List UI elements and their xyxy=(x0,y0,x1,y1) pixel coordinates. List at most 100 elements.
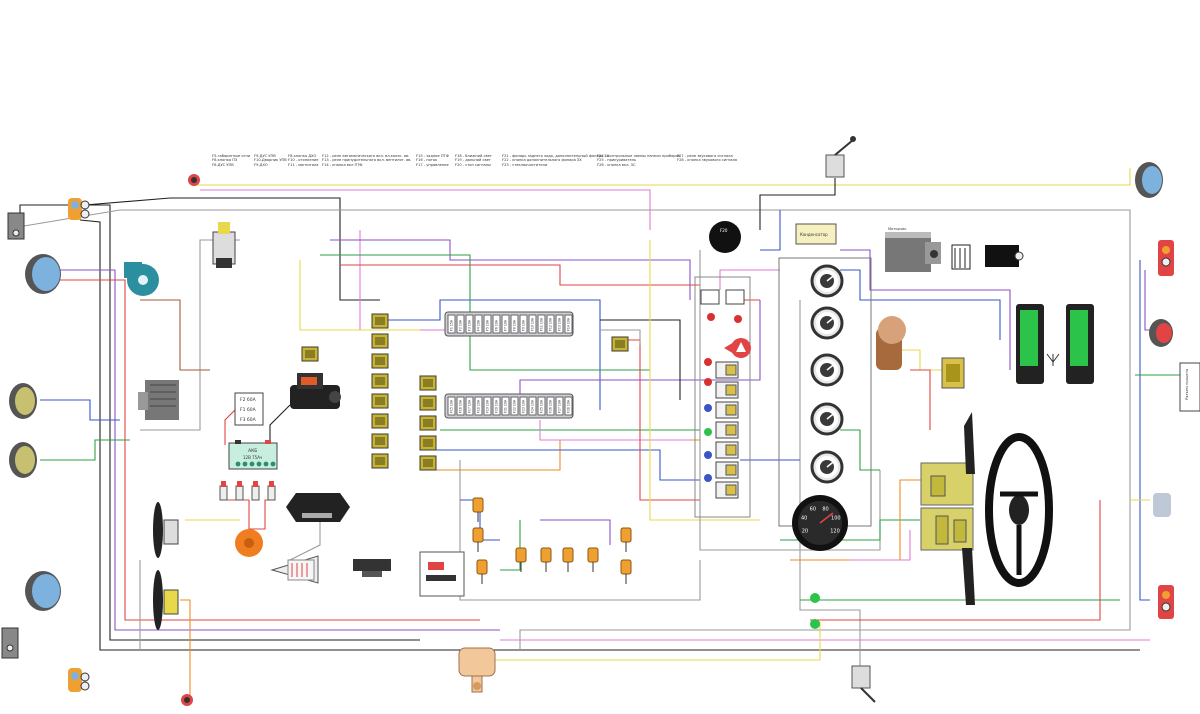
fuse xyxy=(519,314,528,334)
wire xyxy=(340,264,700,286)
fuse-label: F4 10A xyxy=(477,319,481,331)
sensor-module xyxy=(270,555,319,584)
wire xyxy=(330,239,691,300)
plate-lamp-right xyxy=(1153,493,1171,517)
distributor xyxy=(235,529,263,557)
side-marker-bottom-left xyxy=(1,627,19,659)
speedo-tick: 40 xyxy=(801,516,807,522)
engine-control-unit xyxy=(286,493,350,522)
indicator-lamp xyxy=(707,313,715,321)
wire xyxy=(600,319,681,400)
gauge xyxy=(810,306,844,340)
radio-right xyxy=(1066,304,1094,384)
legend-text: F26 - кнопка вкл. ЗС xyxy=(597,162,636,167)
toggle-switch xyxy=(715,421,739,439)
fuse xyxy=(456,314,465,334)
resistor-module xyxy=(951,244,971,270)
wire xyxy=(40,399,120,421)
antenna-icon xyxy=(1046,353,1060,366)
indicator-lamp xyxy=(704,404,712,412)
legend-column: F27 - реле звукового сигнала F28 - кнопк… xyxy=(677,154,737,163)
legend-text: F6-кнопка ПЗ xyxy=(212,158,238,163)
fuse-label: F14 10A xyxy=(567,317,571,331)
speedo-tick: 20 xyxy=(802,528,808,534)
wire xyxy=(224,499,250,529)
horn-top xyxy=(188,174,200,186)
sensor xyxy=(620,559,632,584)
fuse xyxy=(564,396,573,416)
legend-column: F5-габаритные огни F6-кнопка ПЗ F6-ДУС У… xyxy=(212,154,250,167)
legend-column: F15 - задние ПТФ F16 - поток F17 - управ… xyxy=(416,154,449,167)
fuse xyxy=(537,314,546,334)
fuse xyxy=(447,396,456,416)
gauge xyxy=(810,402,844,436)
fog-lamp-left-2 xyxy=(9,442,37,478)
wire xyxy=(84,197,380,301)
fuse xyxy=(456,396,465,416)
legend-text: F27 - реле звукового сигнала xyxy=(677,154,733,158)
legend-text: F20 - стоп сигналы xyxy=(455,162,491,167)
legend-text: F11 - магнитола xyxy=(288,162,319,167)
main-fuse-label: F2 60A xyxy=(240,397,257,403)
speedo-tick: 80 xyxy=(822,506,828,512)
speedo-tick: 100 xyxy=(831,516,841,522)
relay xyxy=(371,413,389,429)
headlamp-top-left xyxy=(25,254,61,294)
alternator xyxy=(138,380,179,420)
toggle-switch xyxy=(715,461,739,479)
bottom-switch xyxy=(851,665,876,703)
fuse xyxy=(483,396,492,416)
toggle-switch xyxy=(715,381,739,399)
wire xyxy=(850,530,911,561)
fuse xyxy=(519,396,528,416)
gauge xyxy=(810,264,844,298)
sensor xyxy=(476,559,488,584)
fuse xyxy=(555,314,564,334)
speedo-tick: 120 xyxy=(830,528,840,534)
legend-text: F14 - кнопка вкл ПТФ xyxy=(322,162,363,167)
indicator-lamp xyxy=(704,428,712,436)
wire xyxy=(600,329,641,345)
fuse-label: F3 10A xyxy=(468,319,472,331)
relay xyxy=(419,395,437,411)
starter-motor xyxy=(290,373,341,409)
legend-column: F24 - контрольные лампы панели приборов … xyxy=(597,154,680,167)
fuse-label: F6 10A xyxy=(495,319,499,331)
legend-text: F16 - поток xyxy=(416,158,438,163)
wire xyxy=(840,269,1001,340)
legend-text: F19 - дальний свет xyxy=(455,158,491,163)
legend-column: F21 - фонарь заднего хода, дополнительны… xyxy=(502,154,609,167)
fuse-label: F28 10A xyxy=(567,399,571,413)
wire xyxy=(420,439,700,471)
wire xyxy=(269,404,291,440)
wire xyxy=(540,519,611,545)
fuse xyxy=(492,314,501,334)
legend-column: F18 - ближний свет F19 - дальний свет F2… xyxy=(455,154,492,167)
fuse-label: F1 15A xyxy=(450,319,454,331)
fuse-label: F17 10A xyxy=(468,399,472,413)
wire xyxy=(289,520,321,561)
wire xyxy=(760,210,781,251)
relay xyxy=(419,455,437,471)
radiator-fan-top xyxy=(153,502,179,558)
wire xyxy=(60,269,500,631)
relay-block xyxy=(301,313,959,471)
wire xyxy=(460,499,500,541)
steering-wheel xyxy=(985,433,1053,587)
fog-lamp-left-1 xyxy=(9,383,37,419)
legend-text: F15 - задние ПТФ xyxy=(416,154,449,158)
wire xyxy=(224,409,236,445)
legend-text: F21 - фонарь заднего хода, дополнительны… xyxy=(502,154,610,158)
wire xyxy=(719,269,780,290)
toggle-switch xyxy=(715,481,739,499)
relay xyxy=(419,435,437,451)
spark-plugs xyxy=(219,481,276,501)
sensor-row xyxy=(472,497,632,584)
relay xyxy=(419,415,437,431)
indicator-lamp xyxy=(704,378,712,386)
sensor xyxy=(562,547,574,572)
fuse-label: F2 10A xyxy=(459,319,463,331)
fuse-label: F26 10A xyxy=(549,399,553,413)
horn-bottom xyxy=(181,694,193,706)
